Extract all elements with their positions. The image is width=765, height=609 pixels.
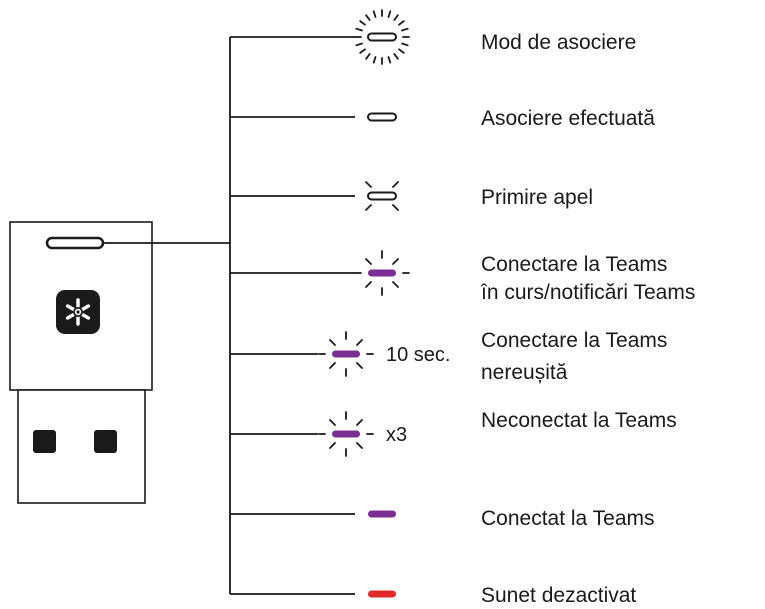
legend-label: Primire apel <box>481 186 593 209</box>
led-ray <box>365 53 371 60</box>
teams-asterisk-icon <box>56 290 100 334</box>
led-ray <box>359 20 366 26</box>
led-ray <box>356 442 363 449</box>
legend-row: Sunet dezactivat <box>230 584 636 607</box>
led-ray <box>365 281 372 288</box>
legend-row: Conectat la Teams <box>230 507 655 530</box>
led-ray <box>365 181 372 188</box>
led-ray <box>393 53 399 60</box>
dongle-led-indicator <box>45 236 105 250</box>
legend-label: Mod de asociere <box>481 31 636 54</box>
led-ray <box>356 339 363 346</box>
led-bar-purple <box>332 350 360 358</box>
led-ray <box>392 204 399 211</box>
led-ray <box>401 27 409 32</box>
legend-label: Sunet dezactivat <box>481 584 636 607</box>
led-ray <box>401 42 409 47</box>
led-bar-white <box>367 112 397 122</box>
led-rays <box>354 250 410 296</box>
led-ray <box>392 281 399 288</box>
usb-dongle <box>9 221 153 504</box>
led-note: 10 sec. <box>386 344 450 366</box>
legend-label: Conectare la Teams <box>481 253 667 276</box>
led-ray <box>365 258 372 265</box>
led-bar-white <box>367 32 397 42</box>
led-rays <box>318 411 374 457</box>
led-note: x3 <box>386 424 407 446</box>
legend-row: Primire apel <box>230 181 593 211</box>
usb-plug-contact-left <box>33 430 56 453</box>
led-ray <box>372 56 377 64</box>
legend-label: Conectare la Teams <box>481 329 667 352</box>
legend-row: x3 Neconectat la Teams <box>230 409 677 457</box>
usb-plug-contact-right <box>94 430 117 453</box>
led-bar-purple <box>368 510 396 518</box>
led-ray <box>365 204 372 211</box>
legend-label: nereușită <box>481 361 568 384</box>
legend-connector <box>103 37 231 594</box>
led-rays <box>365 181 399 211</box>
led-ray <box>387 56 392 64</box>
legend-label: Asociere efectuată <box>481 107 655 130</box>
led-ray <box>356 419 363 426</box>
led-ray <box>355 42 363 47</box>
legend-row: Mod de asociere <box>230 9 636 65</box>
led-ray <box>398 48 405 54</box>
legend-label: Neconectat la Teams <box>481 409 677 432</box>
led-bar-purple <box>332 430 360 438</box>
led-rays <box>318 331 374 377</box>
led-ray <box>329 419 336 426</box>
led-rays <box>354 9 410 65</box>
led-ray <box>365 14 371 21</box>
led-ray <box>359 48 366 54</box>
legend-row: 10 sec. Conectare la Teams nereușită <box>230 329 667 384</box>
led-ray <box>387 10 392 18</box>
led-ray <box>356 362 363 369</box>
legend-row: Conectare la Teams în curs/notificări Tea… <box>230 250 695 304</box>
led-ray <box>392 258 399 265</box>
led-ray <box>392 181 399 188</box>
led-ray <box>329 339 336 346</box>
led-ray <box>393 14 399 21</box>
led-ray <box>372 10 377 18</box>
led-ray <box>355 27 363 32</box>
led-ray <box>329 362 336 369</box>
led-bar-red <box>368 590 396 598</box>
led-ray <box>329 442 336 449</box>
legend-label: Conectat la Teams <box>481 507 655 530</box>
legend-label: în curs/notificări Teams <box>480 281 695 304</box>
led-bar-purple <box>368 269 396 277</box>
legend-row: Asociere efectuată <box>230 107 655 130</box>
led-bar-white <box>367 191 397 201</box>
usb-plug <box>17 389 146 504</box>
led-ray <box>398 20 405 26</box>
